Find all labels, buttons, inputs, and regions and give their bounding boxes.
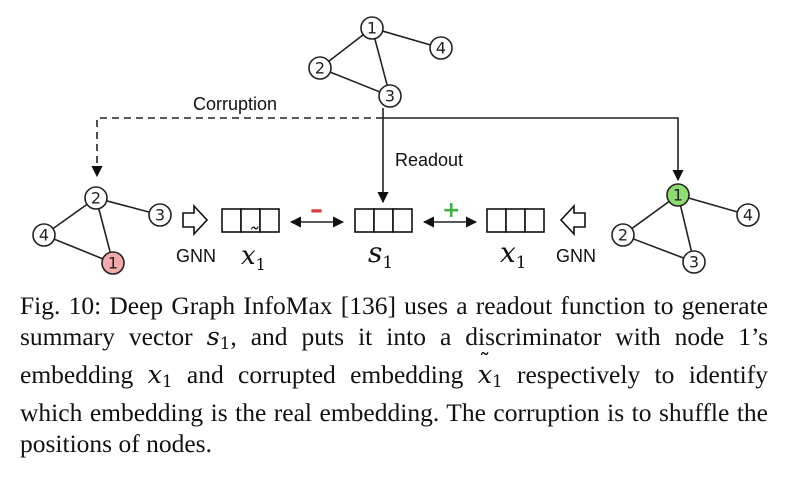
caption-math-x1-tilde: ˜x1 xyxy=(477,349,503,392)
svg-text:4: 4 xyxy=(39,226,49,245)
gnn-left-label: GNN xyxy=(176,246,216,266)
real-graph-arrow xyxy=(383,117,684,182)
left-node-4: 4 xyxy=(32,223,56,247)
svg-text:3: 3 xyxy=(385,87,395,106)
s-vector xyxy=(354,208,413,233)
svg-text:1: 1 xyxy=(367,19,377,38)
right-node-2: 2 xyxy=(611,223,635,247)
svg-text:4: 4 xyxy=(743,206,753,225)
gnn-right-arrow-icon xyxy=(559,203,586,237)
corruption-label: Corruption xyxy=(193,94,277,114)
svg-text:3: 3 xyxy=(155,206,165,225)
corruption-arrow xyxy=(91,117,383,178)
svg-text:4: 4 xyxy=(436,39,446,58)
svg-text:2: 2 xyxy=(315,59,325,78)
s-label: s1 xyxy=(368,236,393,273)
x-tilde-tilde: ˜ xyxy=(247,225,259,250)
dgi-figure: 1 2 3 4 Corruption Readout xyxy=(32,16,760,275)
plus-sign: + xyxy=(442,198,460,223)
left-node-1-corrupted: 1 xyxy=(101,251,125,275)
top-node-3: 3 xyxy=(378,84,402,108)
left-node-2: 2 xyxy=(84,186,108,210)
top-node-1: 1 xyxy=(360,16,384,40)
x-label: x1 xyxy=(500,236,527,273)
right-node-3: 3 xyxy=(682,250,706,274)
svg-text:2: 2 xyxy=(91,189,101,208)
svg-text:1: 1 xyxy=(673,186,683,205)
gnn-right-label: GNN xyxy=(556,246,596,266)
left-edge-4-1 xyxy=(43,234,114,264)
gnn-left-arrow-icon xyxy=(182,203,209,237)
top-graph: 1 2 3 4 xyxy=(308,16,453,108)
right-node-1-real: 1 xyxy=(666,183,690,207)
caption-math-s1: s1 xyxy=(206,322,231,354)
right-graph: 1 4 2 3 xyxy=(611,183,760,274)
caption-math-x1: x1 xyxy=(147,360,173,392)
top-edge-2-3 xyxy=(319,67,391,97)
minus-sign: – xyxy=(310,195,323,225)
right-edge-2-3 xyxy=(622,234,695,263)
x-tilde-label: x1 xyxy=(241,241,266,274)
top-node-4: 4 xyxy=(429,36,453,60)
readout-label: Readout xyxy=(395,150,463,170)
figure-caption: Fig. 10: Deep Graph InfoMax [136] uses a… xyxy=(20,291,769,459)
svg-text:1: 1 xyxy=(108,254,118,273)
svg-text:2: 2 xyxy=(618,226,628,245)
top-edge-1-4 xyxy=(371,27,442,49)
svg-text:3: 3 xyxy=(689,253,699,272)
right-edge-1-4 xyxy=(677,194,749,216)
left-graph: 2 3 4 1 xyxy=(32,186,172,275)
top-node-2: 2 xyxy=(308,56,332,80)
left-node-3: 3 xyxy=(148,203,172,227)
x-vector xyxy=(486,208,545,233)
right-node-4: 4 xyxy=(736,203,760,227)
x-tilde-vector xyxy=(221,208,280,233)
